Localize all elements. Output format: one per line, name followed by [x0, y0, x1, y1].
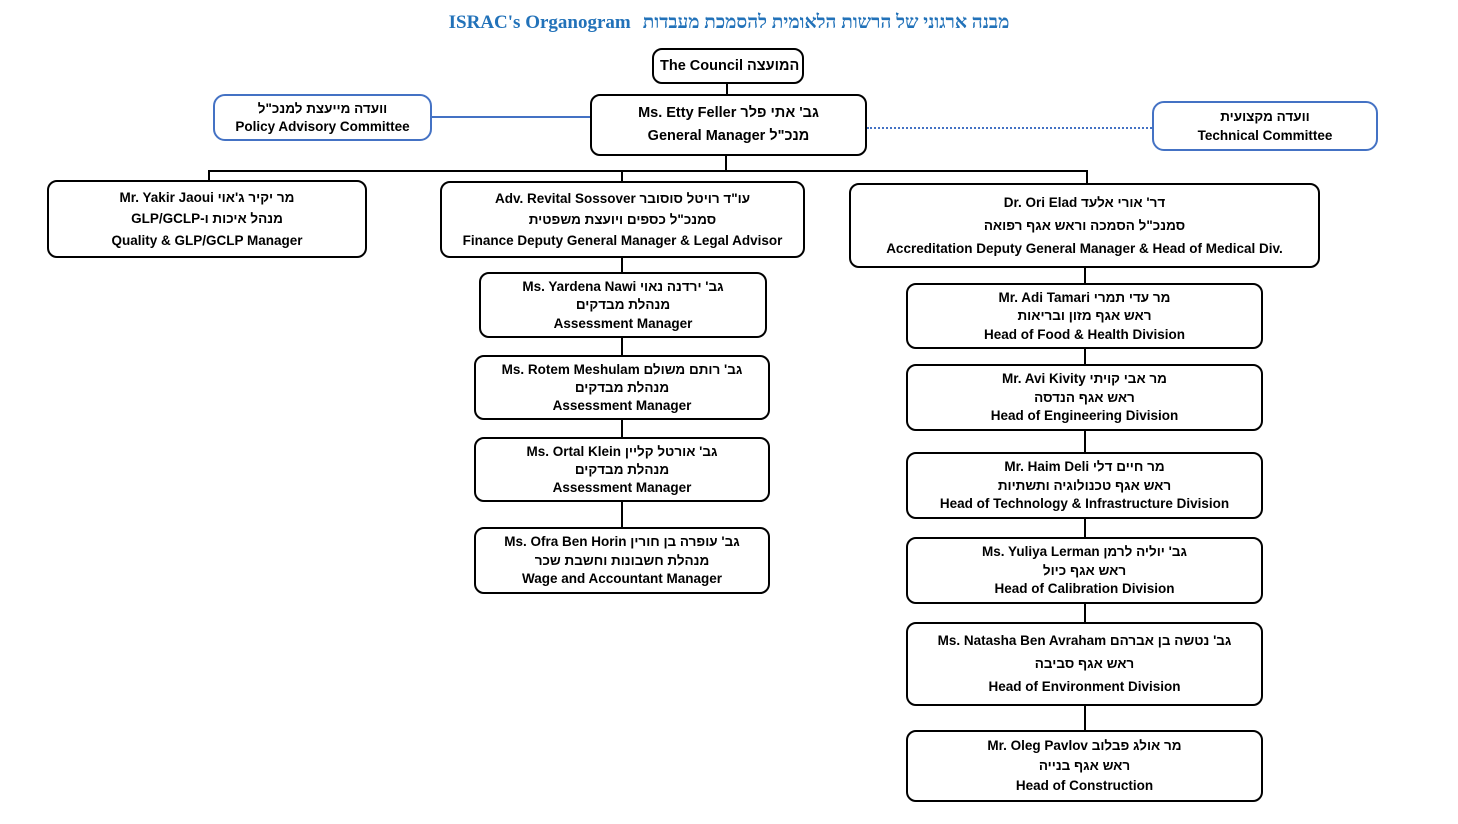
role-english: Accreditation Deputy General Manager & H… [886, 240, 1283, 256]
person-name: Adv. Revital Sossover עו"ד רויטל סוסובר [494, 190, 751, 206]
person-name: Mr. Adi Tamari מר עדי תמרי [998, 289, 1171, 305]
role-hebrew: ראש אגף כיול [1042, 562, 1127, 578]
role-hebrew: ראש אגף הנדסה [1034, 389, 1135, 405]
role-hebrew: מנהלת מבדקים [575, 297, 671, 313]
connector-natasha-oleg [1084, 706, 1086, 731]
page-title: ISRAC's Organogram מבנה ארגוני של הרשות … [0, 12, 1458, 34]
role-hebrew: מנהלת חשבונות וחשבת שכר [534, 552, 710, 568]
org-node-ortal-klein: Ms. Ortal Klein גב' אורטל קליין מנהלת מב… [474, 437, 770, 502]
org-node-oleg-pavlov: Mr. Oleg Pavlov מר אולג פבלוב ראש אגף בנ… [906, 730, 1263, 802]
connector-drop-ori [1086, 170, 1088, 184]
role-hebrew: ראש אגף בנייה [1038, 758, 1131, 774]
role-english: Head of Engineering Division [990, 408, 1179, 424]
connector-drop-yakir [208, 170, 210, 181]
org-node-yardena-nawi: Ms. Yardena Nawi גב' ירדנה נאוי מנהלת מב… [479, 272, 767, 338]
role-title: General Manager מנכ"ל [647, 128, 810, 145]
person-name: Ms. Etty Feller גב' אתי פלר [638, 104, 819, 121]
connector-revital-yardena [621, 258, 623, 273]
person-name: Mr. Haim Deli מר חיים דלי [1004, 459, 1165, 475]
connector-ortal-ofra [621, 502, 623, 528]
org-node-haim-deli: Mr. Haim Deli מר חיים דלי ראש אגף טכנולו… [906, 452, 1263, 519]
role-english: Wage and Accountant Manager [521, 571, 723, 587]
connector-adi-avi [1084, 349, 1086, 365]
org-node-general-manager: Ms. Etty Feller גב' אתי פלר General Mana… [590, 94, 867, 156]
role-hebrew: ראש אגף מזון ובריאות [1017, 308, 1152, 324]
connector-drop-revital [621, 170, 623, 182]
role-english: Assessment Manager [552, 479, 692, 495]
person-name: Mr. Avi Kivity מר אבי קויתי [1001, 371, 1167, 387]
connector-yardena-rotem [621, 338, 623, 356]
person-name: Dr. Ori Elad דר' אורי אלעד [1003, 194, 1166, 210]
committee-name-english: Technical Committee [1197, 127, 1333, 143]
org-node-yakir-jaoui: Mr. Yakir Jaoui מר יקיר ג'אוי מנהל איכות… [47, 180, 367, 258]
person-name: Mr. Yakir Jaoui מר יקיר ג'אוי [119, 189, 295, 205]
role-hebrew: סמנכ"ל הסמכה וראש אגף רפואה [983, 217, 1186, 233]
org-node-council: The Council המועצה [652, 48, 804, 84]
connector-haim-yuliya [1084, 519, 1086, 538]
role-english: Head of Technology & Infrastructure Divi… [939, 496, 1230, 512]
connector-gm-technical [867, 127, 1152, 129]
person-name: Ms. Rotem Meshulam גב' רותם משולם [501, 361, 743, 377]
role-hebrew: מנהלת מבדקים [574, 379, 670, 395]
connector-yuliya-natasha [1084, 604, 1086, 623]
role-english: Head of Environment Division [988, 679, 1181, 695]
org-node-natasha-ben-avraham: Ms. Natasha Ben Avraham גב' נטשה בן אברה… [906, 622, 1263, 706]
council-label: The Council המועצה [660, 57, 800, 74]
connector-council-gm [726, 84, 728, 94]
role-english: Head of Food & Health Division [983, 326, 1185, 342]
connector-gm-bus [725, 156, 727, 171]
person-name: Ms. Ofra Ben Horin גב' עופרה בן חורין [504, 534, 740, 550]
org-node-avi-kivity: Mr. Avi Kivity מר אבי קויתי ראש אגף הנדס… [906, 364, 1263, 431]
org-node-rotem-meshulam: Ms. Rotem Meshulam גב' רותם משולם מנהלת … [474, 355, 770, 420]
role-english: Assessment Manager [553, 315, 693, 331]
committee-name-english: Policy Advisory Committee [235, 118, 410, 134]
org-node-adi-tamari: Mr. Adi Tamari מר עדי תמרי ראש אגף מזון … [906, 283, 1263, 349]
role-hebrew: סמנכ"ל כספים ויועצת משפטית [528, 211, 717, 227]
person-name: Ms. Yardena Nawi גב' ירדנה נאוי [522, 278, 724, 294]
role-english: Quality & GLP/GCLP Manager [111, 232, 303, 248]
role-hebrew: מנהלת מבדקים [574, 461, 670, 477]
role-english: Finance Deputy General Manager & Legal A… [462, 232, 783, 248]
title-hebrew: מבנה ארגוני של הרשות הלאומית להסמכת מעבד… [642, 12, 1010, 33]
org-node-ori-elad: Dr. Ori Elad דר' אורי אלעד סמנכ"ל הסמכה … [849, 183, 1320, 268]
title-english: ISRAC's Organogram [448, 12, 631, 33]
policy-advisory-committee-box: וועדה מייעצת למנכ"ל Policy Advisory Comm… [213, 94, 432, 141]
role-hebrew: מנהל איכות ו-GLP/GCLP [131, 211, 283, 227]
committee-name-hebrew: וועדה מקצועית [1220, 108, 1310, 124]
person-name: Ms. Ortal Klein גב' אורטל קליין [526, 443, 718, 459]
org-node-revital-sossover: Adv. Revital Sossover עו"ד רויטל סוסובר … [440, 181, 805, 258]
technical-committee-box: וועדה מקצועית Technical Committee [1152, 101, 1378, 151]
role-english: Head of Calibration Division [994, 581, 1175, 597]
connector-bus [208, 170, 1088, 172]
org-node-ofra-ben-horin: Ms. Ofra Ben Horin גב' עופרה בן חורין מנ… [474, 527, 770, 594]
person-name: Mr. Oleg Pavlov מר אולג פבלוב [987, 738, 1182, 754]
connector-rotem-ortal [621, 420, 623, 438]
connector-ori-adi [1084, 268, 1086, 284]
person-name: Ms. Natasha Ben Avraham גב' נטשה בן אברה… [937, 633, 1232, 649]
person-name: Ms. Yuliya Lerman גב' יוליה לרמן [982, 544, 1187, 560]
role-hebrew: ראש אגף סביבה [1034, 656, 1135, 672]
connector-avi-haim [1084, 431, 1086, 453]
role-english: Head of Construction [1015, 778, 1154, 794]
connector-policy-gm [432, 116, 590, 118]
org-node-yuliya-lerman: Ms. Yuliya Lerman גב' יוליה לרמן ראש אגף… [906, 537, 1263, 604]
role-hebrew: ראש אגף טכנולוגיה ותשתיות [997, 477, 1172, 493]
committee-name-hebrew: וועדה מייעצת למנכ"ל [257, 100, 388, 116]
role-english: Assessment Manager [552, 397, 692, 413]
